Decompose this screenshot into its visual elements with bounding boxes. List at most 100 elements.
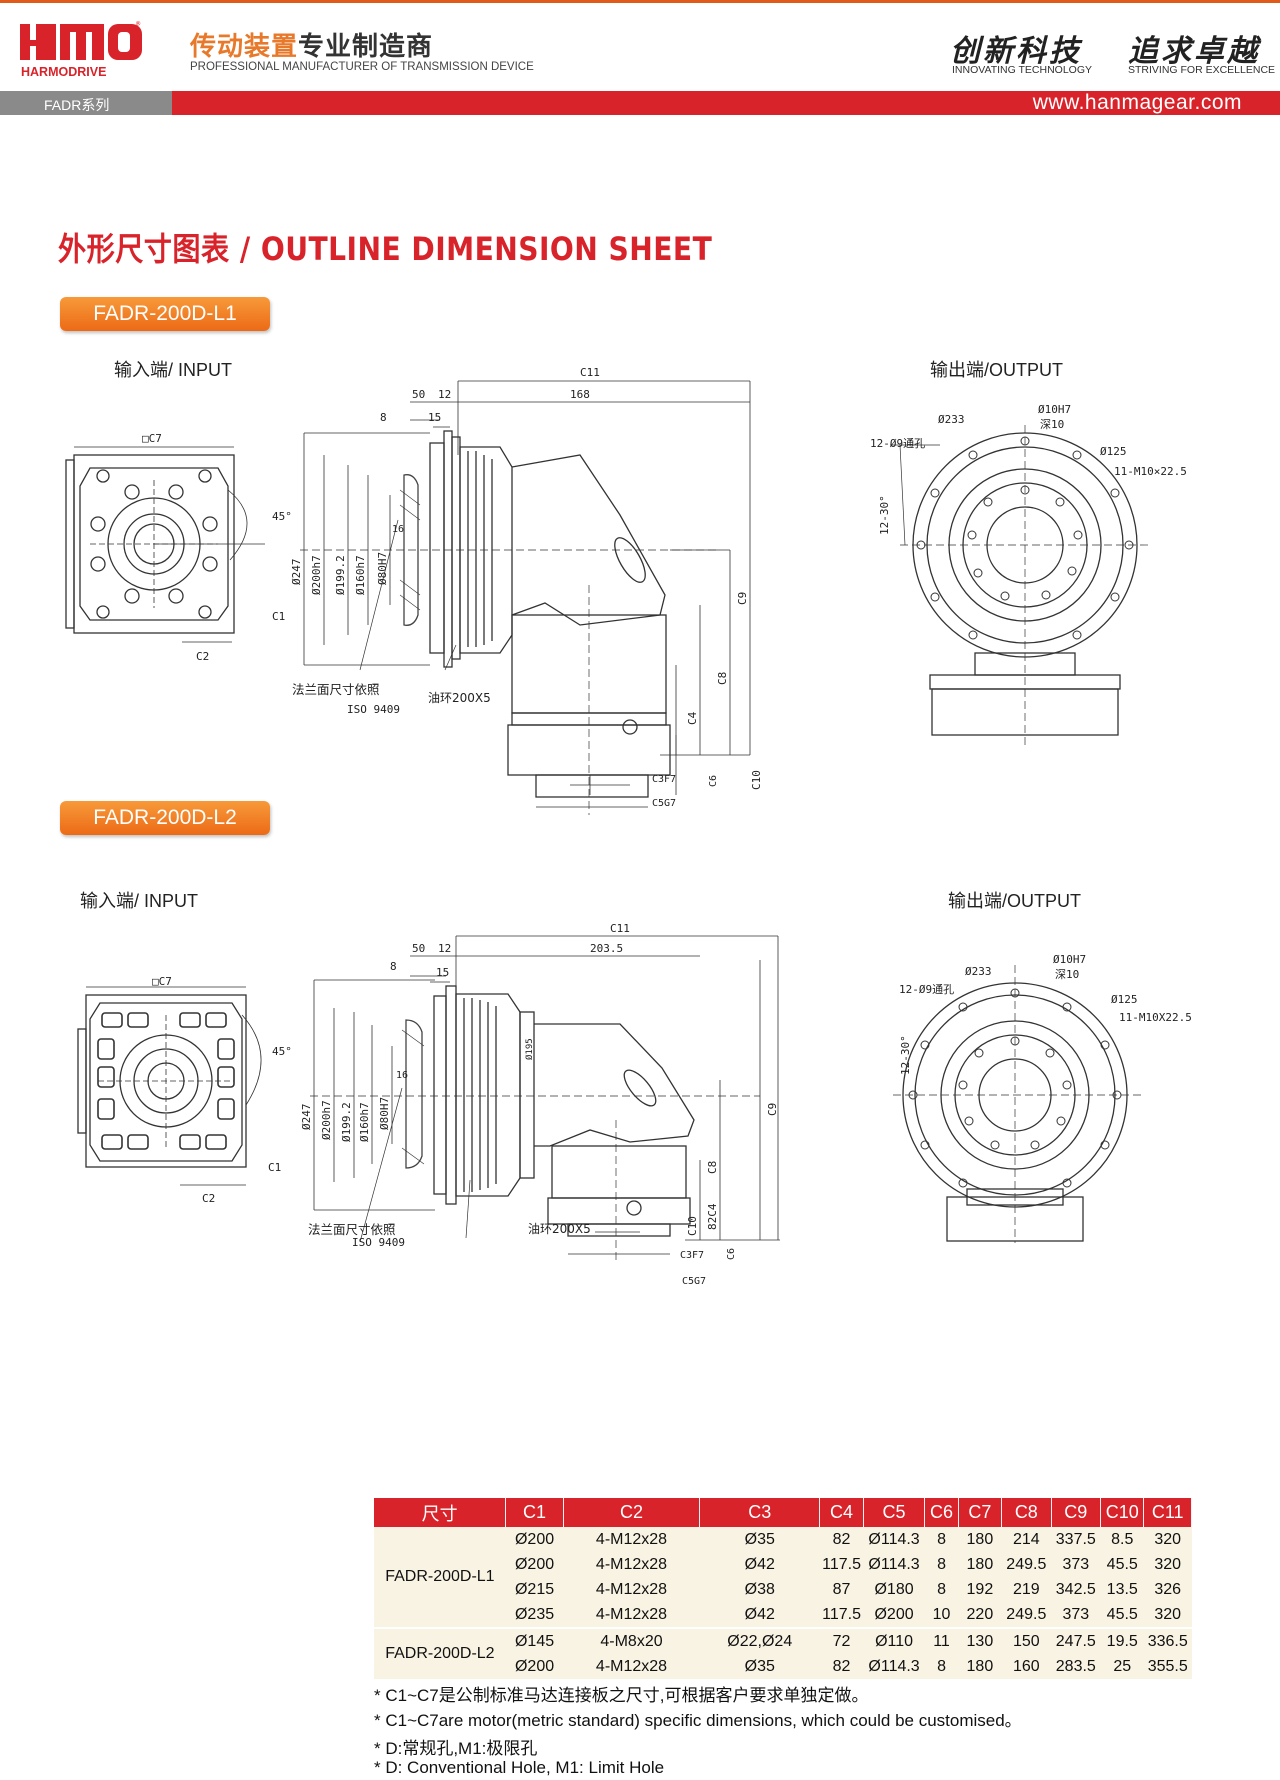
table-cell: 4-M12x28 — [563, 1602, 700, 1628]
dim-45-l2: 45° — [272, 1045, 292, 1058]
table-cell: 320 — [1143, 1602, 1192, 1628]
table-cell: Ø200 — [505, 1552, 564, 1577]
table-cell: Ø145 — [505, 1627, 564, 1654]
output-view-label-l1: 输出端/OUTPUT — [930, 360, 1063, 380]
slogan-innovation-en: INNOVATING TECHNOLOGY — [952, 64, 1093, 76]
input-view-drawing-l1: □C7 45° C1 C2 — [65, 432, 292, 663]
dim-o233: Ø233 — [938, 413, 965, 426]
dim-holes12-l2: 12-Ø9通孔 — [899, 983, 954, 996]
dim-d200: Ø200h7 — [310, 555, 323, 595]
table-cell: 25 — [1100, 1654, 1144, 1679]
table-cell: Ø114.3 — [863, 1552, 925, 1577]
table-cell: Ø42 — [699, 1602, 820, 1628]
dim-c8-l2: C8 — [706, 1161, 719, 1174]
series-bar — [0, 91, 172, 115]
table-cell: 82 — [819, 1527, 864, 1552]
model-badge-l1: FADR-200D-L1 — [60, 297, 270, 331]
dim-d80-l2: Ø80H7 — [378, 1097, 391, 1130]
dim-c11-l2: C11 — [610, 922, 630, 935]
table-cell: Ø200 — [505, 1654, 564, 1679]
table-cell: 130 — [958, 1627, 1002, 1654]
table-cell: 247.5 — [1051, 1627, 1101, 1654]
col-header: C11 — [1143, 1498, 1192, 1527]
table-cell: Ø42 — [699, 1552, 820, 1577]
dim-50-l2: 50 — [412, 942, 425, 955]
dim-deep10-l2: 深10 — [1055, 968, 1079, 981]
dim-a1230-l2: 12-30° — [899, 1035, 912, 1075]
table-cell: 326 — [1143, 1577, 1192, 1602]
website-bar — [172, 91, 1280, 115]
table-cell: 10 — [924, 1602, 959, 1628]
dim-o10: Ø10H7 — [1038, 403, 1071, 416]
brand-cn-rest: 专业制造商 — [298, 32, 434, 62]
dim-o10-l2: Ø10H7 — [1053, 953, 1086, 966]
dim-c8: C8 — [716, 672, 729, 685]
dim-c2: C2 — [196, 650, 209, 663]
table-cell: 8.5 — [1100, 1527, 1144, 1552]
col-header: C7 — [958, 1498, 1003, 1527]
col-header: C4 — [819, 1498, 864, 1527]
dim-45: 45° — [272, 510, 292, 523]
dim-16: 16 — [392, 524, 404, 535]
note-2: * C1~C7are motor(metric standard) specif… — [374, 1711, 1022, 1730]
dim-o233-l2: Ø233 — [965, 965, 992, 978]
svg-text:®: ® — [136, 20, 141, 28]
table-cell: Ø114.3 — [863, 1654, 925, 1679]
table-cell: Ø200 — [863, 1602, 925, 1628]
table-cell: 342.5 — [1051, 1577, 1101, 1602]
dim-c6-l2: C6 — [726, 1248, 737, 1260]
dim-d199-l2: Ø199.2 — [340, 1102, 353, 1142]
model-badge-l2: FADR-200D-L2 — [60, 801, 270, 835]
table-cell: 45.5 — [1100, 1602, 1144, 1628]
table-cell: 11 — [924, 1627, 959, 1654]
table-cell: 45.5 — [1100, 1552, 1144, 1577]
dim-a1230: 12-30° — [878, 495, 891, 535]
dim-8: 8 — [380, 411, 387, 424]
col-header: C6 — [924, 1498, 959, 1527]
table-cell: 373 — [1051, 1552, 1101, 1577]
dim-o125: Ø125 — [1100, 445, 1127, 458]
table-cell: 283.5 — [1051, 1654, 1101, 1679]
page-title: 外形尺寸图表 / OUTLINE DIMENSION SHEET — [58, 230, 713, 268]
iso-note-l2: ISO 9409 — [352, 1236, 405, 1249]
dim-o125-l2: Ø125 — [1111, 993, 1138, 1006]
dim-d80: Ø80H7 — [376, 552, 389, 585]
table-cell: Ø235 — [505, 1602, 564, 1628]
table-cell: 373 — [1051, 1602, 1101, 1628]
table-cell: 117.5 — [819, 1602, 864, 1628]
dim-c1-l2: C1 — [268, 1161, 281, 1174]
table-cell: 8 — [924, 1552, 959, 1577]
dim-c7-l2: □C7 — [152, 975, 172, 988]
dim-m10: 11-M10×22.5 — [1114, 465, 1187, 478]
oil-ring-note-l2: 油环200X5 — [528, 1222, 591, 1236]
table-cell: 320 — [1143, 1527, 1192, 1552]
input-view-label-l1: 输入端/ INPUT — [114, 360, 233, 380]
table-cell: 13.5 — [1100, 1577, 1144, 1602]
table-header-row: 尺寸 C1 C2 C3 C4 C5 C6 C7 C8 C9 C10 C11 — [374, 1498, 1192, 1527]
dim-15-l2: 15 — [436, 966, 449, 979]
table-cell: 160 — [1001, 1654, 1052, 1679]
table-cell: 180 — [958, 1552, 1002, 1577]
dim-c4-l2: 82C4 — [706, 1203, 719, 1230]
slogan-innovation: 创新科技 — [950, 34, 1082, 69]
dim-c3f7-l2: C3F7 — [680, 1250, 704, 1261]
dim-c9-l2: C9 — [766, 1103, 779, 1116]
model-cell: FADR-200D-L2 — [374, 1627, 506, 1679]
brand-tagline-cn: 传动装置专业制造商 — [190, 26, 433, 63]
dim-168: 168 — [570, 388, 590, 401]
table-cell: Ø215 — [505, 1577, 564, 1602]
website-link[interactable]: www.hanmagear.com — [1032, 91, 1242, 114]
oil-ring-note-l1: 油环200X5 — [428, 691, 491, 705]
table-cell: 192 — [958, 1577, 1002, 1602]
dim-16-l2: 16 — [396, 1070, 408, 1081]
dim-c10-l2: C10 — [686, 1216, 699, 1236]
dim-203-l2: 203.5 — [590, 942, 623, 955]
dimension-table: 尺寸 C1 C2 C3 C4 C5 C6 C7 C8 C9 C10 C11 FA… — [374, 1498, 1192, 1679]
dim-c11: C11 — [580, 366, 600, 379]
col-header: C1 — [505, 1498, 564, 1527]
table-cell: 8 — [924, 1654, 959, 1679]
table-cell: 214 — [1001, 1527, 1052, 1552]
